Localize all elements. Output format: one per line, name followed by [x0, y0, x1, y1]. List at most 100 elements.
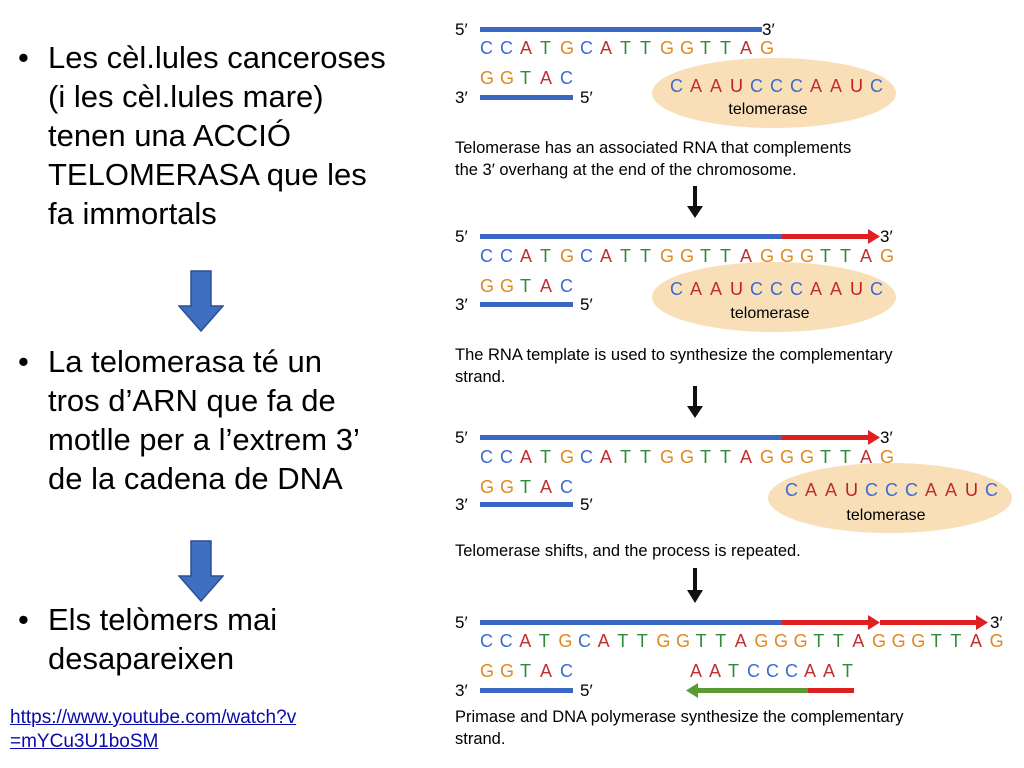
nucleotide: A [710, 76, 722, 96]
extension-strand [782, 234, 874, 239]
caption: Telomerase shifts, and the process is re… [455, 542, 801, 560]
nucleotide: A [810, 279, 822, 299]
nucleotide: T [620, 246, 631, 266]
nucleotide: T [700, 38, 711, 58]
nucleotide: U [965, 480, 978, 500]
nucleotide: A [540, 68, 552, 88]
nucleotide: T [640, 447, 651, 467]
down-arrow-icon [178, 540, 224, 602]
nucleotide: G [660, 246, 674, 266]
nucleotide: C [747, 661, 760, 681]
nucleotide: T [833, 631, 844, 651]
top-strand [480, 234, 782, 239]
nucleotide: A [810, 76, 822, 96]
nucleotide: C [480, 246, 493, 266]
nucleotide: G [480, 477, 494, 497]
nucleotide: G [558, 631, 572, 651]
extension-strand [782, 620, 870, 625]
nucleotide: C [670, 76, 683, 96]
three-prime-label: 3′ [455, 681, 468, 700]
top-strand [480, 27, 762, 32]
nucleotide: C [480, 631, 493, 651]
nucleotide: G [990, 631, 1004, 651]
down-arrow-shaft [693, 186, 697, 208]
down-arrow-icon [687, 206, 703, 218]
nucleotide: C [870, 279, 883, 299]
nucleotide: G [560, 447, 574, 467]
nucleotide: A [852, 631, 864, 651]
nucleotide: U [730, 76, 743, 96]
three-prime-label: 3′ [880, 227, 893, 246]
nucleotide: A [540, 276, 552, 296]
telomerase-label: telomerase [730, 305, 809, 322]
nucleotide: G [660, 447, 674, 467]
caption: Primase and DNA polymerase synthesize th… [455, 708, 904, 748]
nucleotide: T [728, 661, 739, 681]
down-arrow-icon [687, 406, 703, 418]
nucleotide: A [520, 447, 532, 467]
nucleotide: T [720, 38, 731, 58]
top-strand [480, 435, 782, 440]
nucleotide: C [560, 68, 573, 88]
nucleotide: G [680, 246, 694, 266]
nucleotide: T [539, 631, 550, 651]
nucleotide: G [480, 68, 494, 88]
bottom-strand [480, 95, 573, 100]
nucleotide: T [617, 631, 628, 651]
nucleotide: T [820, 246, 831, 266]
nucleotide: C [580, 246, 593, 266]
nucleotide: T [696, 631, 707, 651]
nucleotide: A [804, 661, 816, 681]
nucleotide: T [520, 661, 531, 681]
nucleotide: A [519, 631, 531, 651]
nucleotide: C [578, 631, 591, 651]
nucleotide: A [860, 246, 872, 266]
five-prime-label: 5′ [455, 613, 468, 632]
nucleotide: A [600, 38, 612, 58]
nucleotide: T [520, 276, 531, 296]
bullet-dot: • [18, 602, 29, 637]
nucleotide: T [931, 631, 942, 651]
nucleotide: G [794, 631, 808, 651]
five-prime-label: 5′ [580, 495, 593, 514]
nucleotide: T [640, 246, 651, 266]
nucleotide: T [950, 631, 961, 651]
nucleotide: A [520, 38, 532, 58]
bullet-text: Les cèl.lules canceroses (i les cèl.lule… [48, 40, 386, 231]
extension-strand [782, 435, 874, 440]
nucleotide: T [700, 447, 711, 467]
nucleotide: G [500, 68, 514, 88]
five-prime-label: 5′ [455, 20, 468, 39]
nucleotide: A [805, 480, 817, 500]
nucleotide: C [580, 447, 593, 467]
three-prime-label: 3′ [990, 613, 1003, 632]
nucleotide: G [480, 276, 494, 296]
nucleotide: A [740, 38, 752, 58]
bottom-strand [480, 688, 573, 693]
bottom-strand [480, 502, 573, 507]
nucleotide: G [760, 246, 774, 266]
nucleotide: A [690, 661, 702, 681]
nucleotide: G [660, 38, 674, 58]
nucleotide: C [766, 661, 779, 681]
nucleotide: A [735, 631, 747, 651]
bullet-text: Els telòmers mai desapareixen [48, 602, 278, 676]
nucleotide: A [600, 246, 612, 266]
nucleotide: T [842, 661, 853, 681]
nucleotide: C [785, 661, 798, 681]
nucleotide: G [880, 246, 894, 266]
youtube-link[interactable]: https://www.youtube.com/watch?v =mYCu3U1… [10, 707, 297, 752]
nucleotide: G [680, 38, 694, 58]
nucleotide: A [740, 447, 752, 467]
down-arrow-icon [178, 270, 224, 332]
nucleotide: G [500, 276, 514, 296]
nucleotide: G [760, 447, 774, 467]
